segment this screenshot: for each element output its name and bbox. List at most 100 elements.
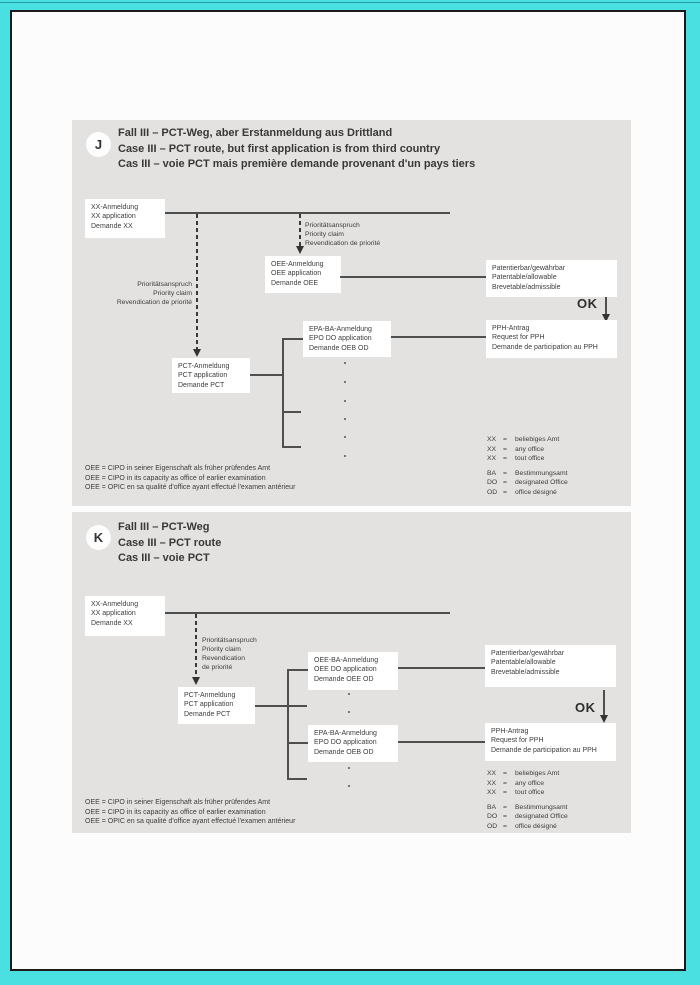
box-text-line: Demande PCT	[184, 710, 231, 718]
oee-footnote: OEE = CIPO in seiner Eigenschaft als frü…	[85, 465, 296, 492]
box-text-line: Demande OEB OD	[314, 748, 374, 756]
priority-claim-label-left: Prioritätsanspruch Priority claim Revend…	[116, 281, 192, 306]
priority-claim-arrow-oee	[299, 214, 301, 246]
oee-application-box: OEE-Anmeldung OEE application Demande OE…	[265, 256, 341, 293]
ellipsis-dot	[344, 436, 346, 438]
title-line-fr: Cas III – voie PCT mais première demande…	[118, 158, 476, 170]
panel-title-j: Fall III – PCT-Weg, aber Erstanmeldung a…	[118, 126, 475, 173]
arrowhead-icon	[600, 715, 608, 723]
box-text-line: XX-Anmeldung	[91, 601, 139, 608]
spine-branch-epa	[287, 742, 308, 744]
ellipsis-dot	[344, 362, 346, 364]
box-text-line: EPO DO application	[309, 335, 372, 343]
box-text-line: PCT-Anmeldung	[184, 692, 236, 699]
designation-spine	[287, 669, 289, 779]
ellipsis-dot	[348, 693, 350, 695]
legend-row: XX=any office	[487, 779, 544, 787]
panel-case-iii-third-country: J Fall III – PCT-Weg, aber Erstanmeldung…	[72, 120, 631, 506]
spine-branch-top	[282, 338, 303, 340]
legend-row: OD=office désigné	[487, 488, 557, 496]
priority-claim-arrow-pct	[196, 214, 198, 349]
frame-accent-line	[0, 2, 700, 3]
connector-epo-pph	[391, 336, 486, 338]
box-text-line: PPH-Antrag	[492, 325, 530, 332]
box-text-line: Demande PCT	[178, 381, 225, 389]
abbreviation-legend: XX=beliebiges Amt XX=any office XXXX=tou…	[487, 435, 568, 498]
ellipsis-dot	[348, 767, 350, 769]
legend-row: OD=office désigné	[487, 822, 557, 830]
priority-claim-label: Prioritätsanspruch Priority claim Revend…	[202, 637, 257, 671]
connector-epo-pph	[398, 741, 485, 743]
ok-label: OK	[575, 700, 596, 715]
box-text-line: Demande OEB OD	[309, 344, 369, 352]
xx-application-box: XX-Anmeldung XX application Demande XX	[85, 596, 165, 636]
legend-row: XX=any office	[487, 445, 544, 453]
box-text-line: PCT application	[184, 701, 234, 709]
panel-case-iii-pct-route: K Fall III – PCT-Weg Case III – PCT rout…	[72, 512, 631, 833]
box-text-line: Demande XX	[91, 222, 133, 230]
box-text-line: OEE-Anmeldung	[271, 261, 324, 268]
spine-branch-top	[287, 669, 308, 671]
spine-branch-bottom	[287, 778, 307, 780]
legend-row: BA=Bestimmungsamt	[487, 469, 568, 477]
ok-arrow-line	[605, 297, 607, 314]
box-text-line: OEE application	[271, 270, 322, 278]
panel-title-k: Fall III – PCT-Weg Case III – PCT route …	[118, 520, 221, 567]
connector-xx-main	[165, 612, 450, 614]
arrowhead-icon	[602, 314, 610, 322]
epo-do-application-box: EPA-BA-Anmeldung EPO DO application Dema…	[308, 725, 398, 762]
title-line-de: Fall III – PCT-Weg	[118, 521, 210, 533]
box-text-line: Brevetable/admissible	[492, 283, 561, 291]
legend-row: XX=beliebiges Amt	[487, 770, 560, 777]
box-text-line: OEE-BA-Anmeldung	[314, 657, 379, 664]
xx-application-box: XX-Anmeldung XX application Demande XX	[85, 199, 165, 238]
pct-application-box: PCT-Anmeldung PCT application Demande PC…	[172, 358, 250, 393]
box-text-line: Demande de participation au PPH	[492, 343, 598, 351]
connector-xx-main	[165, 212, 450, 214]
title-line-en: Case III – PCT route, but first applicat…	[118, 142, 441, 155]
legend-row: XXXX=tout office	[487, 455, 545, 463]
box-text-line: Patentable/allowable	[492, 274, 557, 282]
ellipsis-dot	[344, 418, 346, 420]
box-text-line: Request for PPH	[491, 737, 544, 745]
legend-row: DO=designated Office	[487, 479, 568, 487]
box-text-line: EPO DO application	[314, 739, 377, 747]
panel-badge-k: K	[86, 525, 111, 550]
box-text-line: Request for PPH	[492, 334, 545, 342]
legend-row: DO=designated Office	[487, 813, 568, 821]
box-text-line: PCT application	[178, 372, 228, 380]
connector-oee-patentable	[340, 276, 486, 278]
title-line-fr: Cas III – voie PCT	[118, 552, 210, 564]
connector-pct-spine	[255, 705, 307, 707]
box-text-line: Patentable/allowable	[491, 659, 556, 667]
panel-badge-j: J	[86, 132, 111, 157]
priority-claim-arrow-pct	[195, 614, 197, 677]
priority-claim-label-right: Prioritätsanspruch Priority claim Revend…	[305, 222, 381, 247]
box-text-line: Demande OEE OD	[314, 675, 374, 683]
epo-do-application-box: EPA-BA-Anmeldung EPO DO application Dema…	[303, 321, 391, 357]
box-text-line: Brevetable/admissible	[491, 668, 560, 676]
designation-spine	[282, 338, 284, 448]
box-text-line: XX-Anmeldung	[91, 204, 139, 211]
arrowhead-icon	[192, 677, 200, 685]
connector-oee-patentable	[398, 667, 485, 669]
box-text-line: Patentierbar/gewährbar	[492, 265, 566, 272]
box-text-line: Demande OEE	[271, 279, 319, 287]
legend-row: XX=tout office	[487, 789, 545, 797]
pph-request-box: PPH-Antrag Request for PPH Demande de pa…	[485, 723, 616, 761]
ellipsis-dot	[344, 400, 346, 402]
box-text-line: EPA-BA-Anmeldung	[309, 326, 372, 333]
arrowhead-icon	[193, 349, 201, 357]
ok-label: OK	[577, 296, 598, 311]
oee-do-application-box: OEE-BA-Anmeldung OEE DO application Dema…	[308, 652, 398, 690]
box-text-line: XX application	[91, 213, 136, 221]
title-line-en: Case III – PCT route	[118, 536, 222, 549]
legend-row: XX=beliebiges Amt	[487, 436, 560, 443]
box-text-line: Demande de participation au PPH	[491, 746, 597, 754]
box-text-line: OEE DO application	[314, 666, 377, 674]
ellipsis-dot	[344, 455, 346, 457]
patentable-box: Patentierbar/gewährbar Patentable/allowa…	[485, 645, 616, 687]
box-text-line: PPH-Antrag	[491, 728, 529, 735]
title-line-de: Fall III – PCT-Weg, aber Erstanmeldung a…	[118, 127, 393, 139]
